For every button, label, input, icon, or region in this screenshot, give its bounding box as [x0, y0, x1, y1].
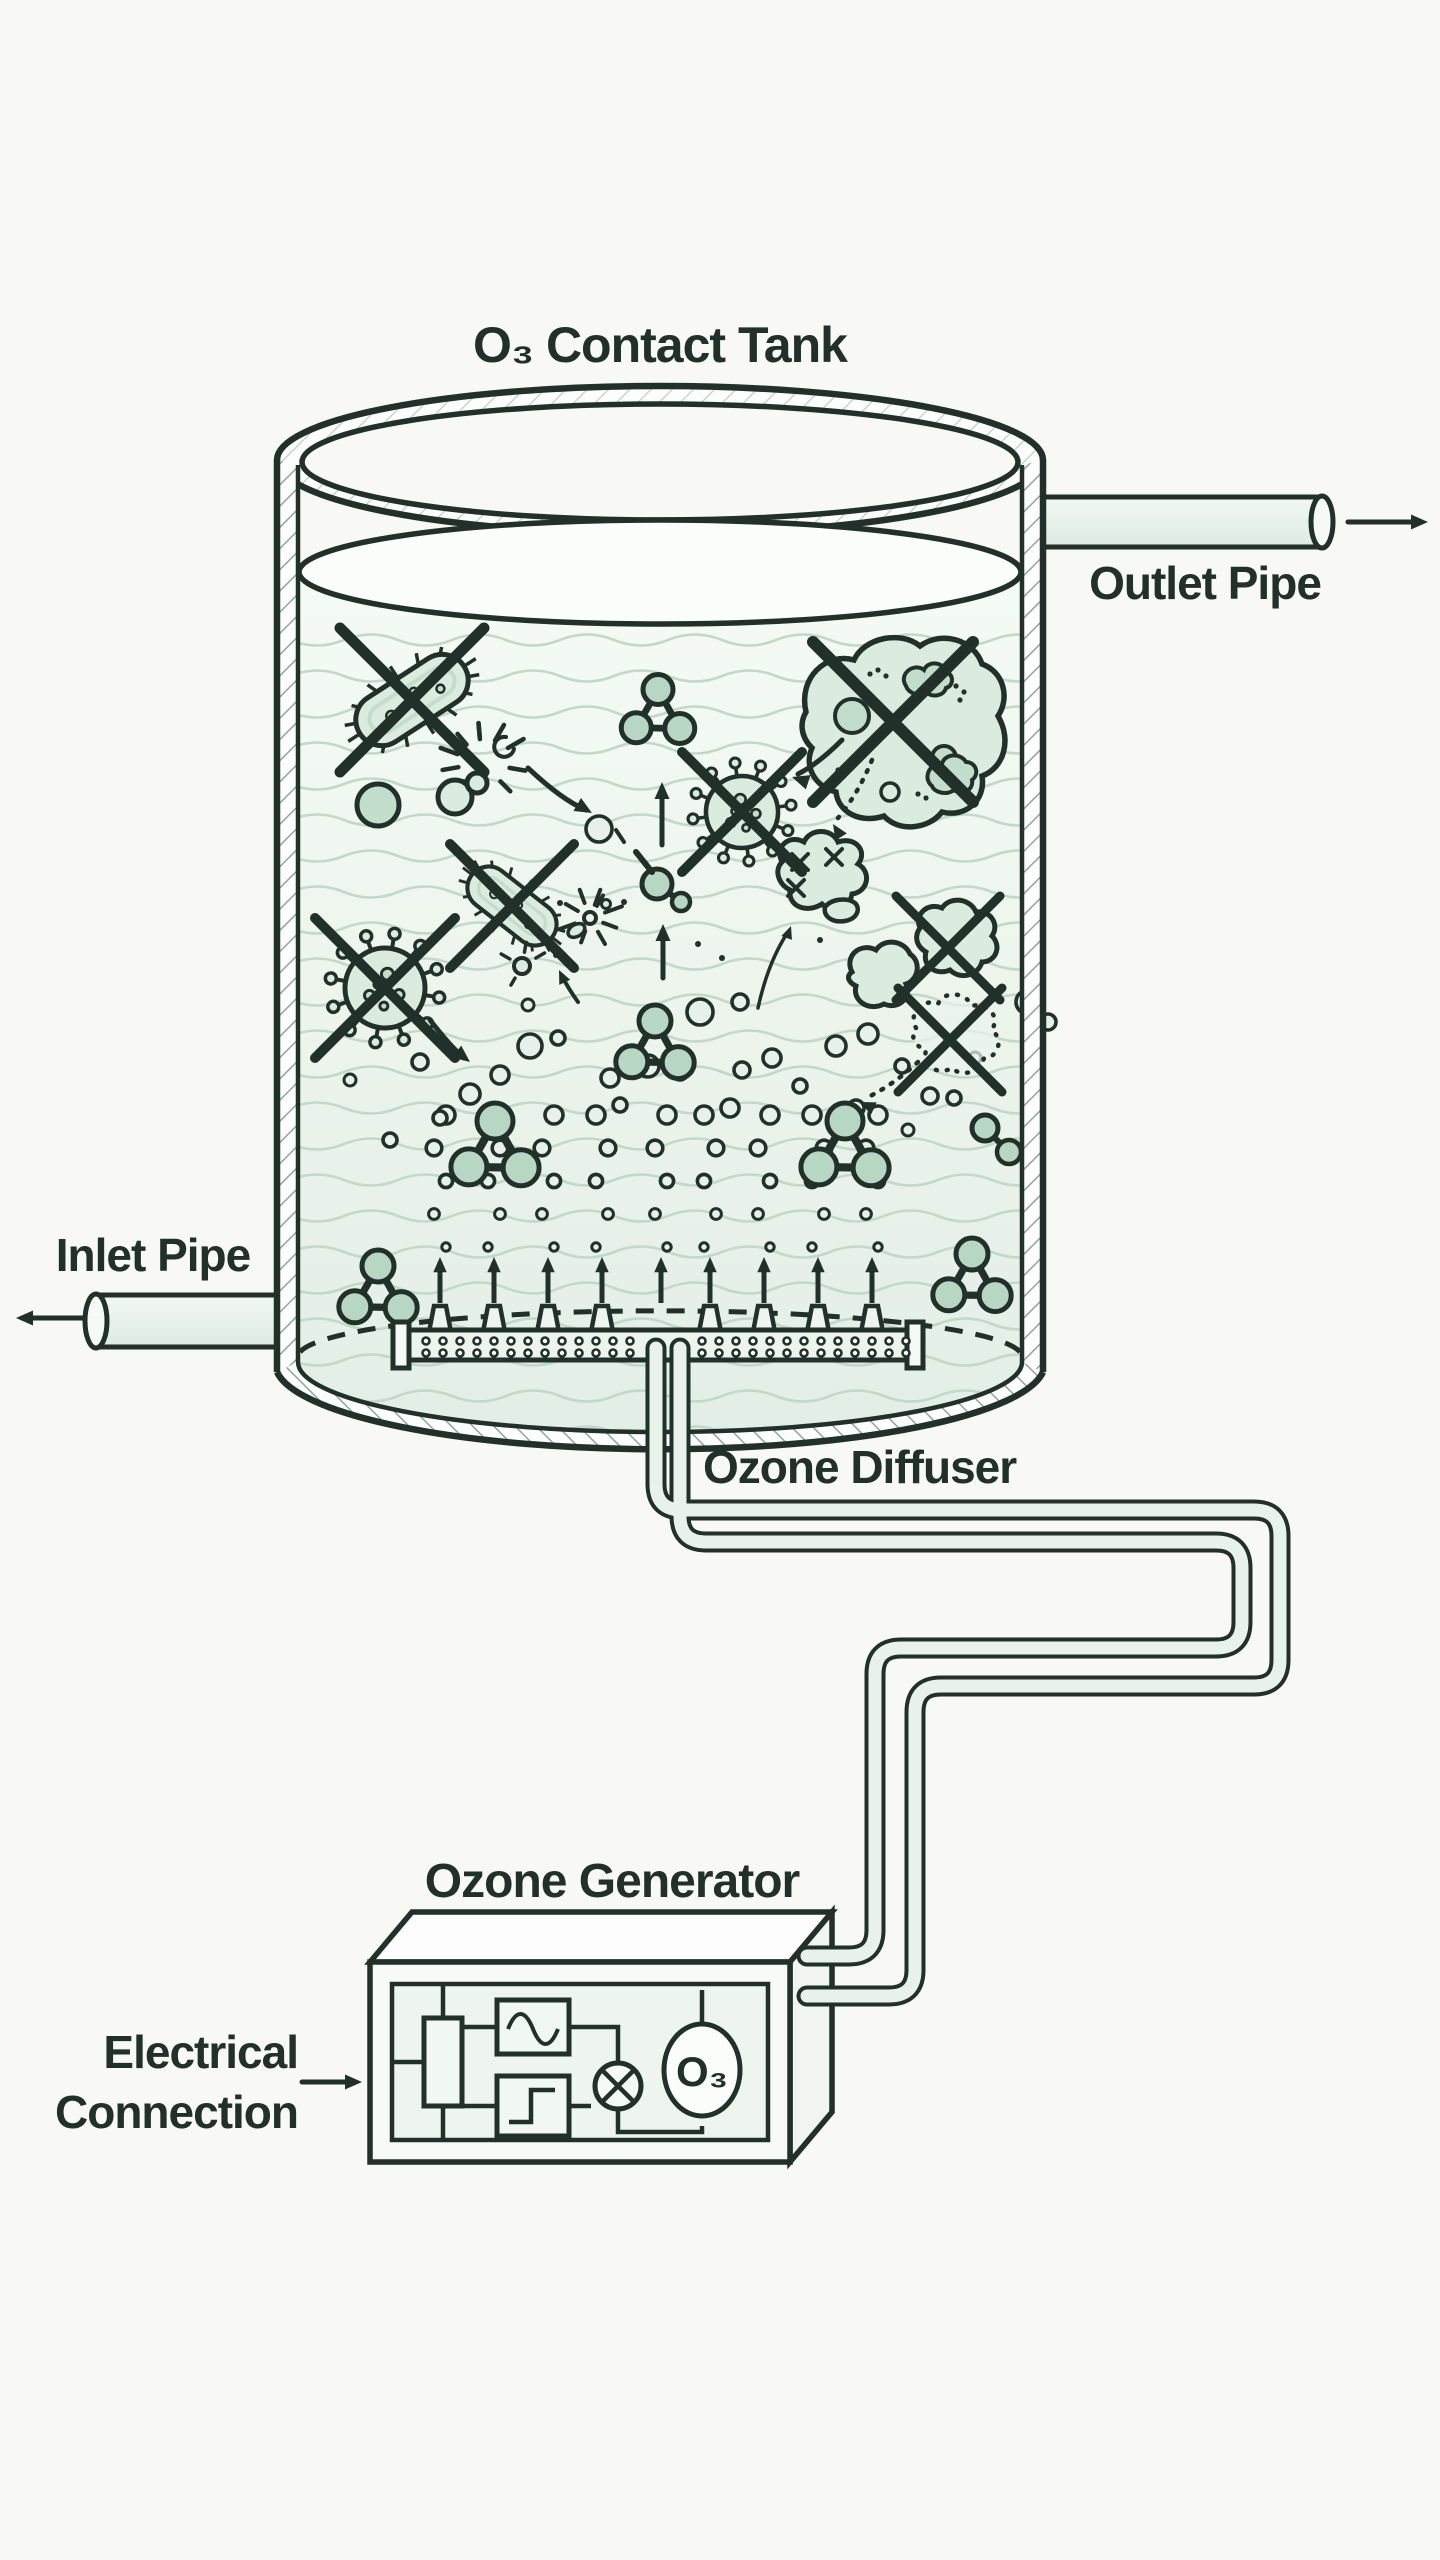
electrical-line2: Connection [55, 2086, 299, 2138]
ozone-generator-label: Ozone Generator [424, 1855, 800, 1908]
ozone-molecule-icon [336, 1247, 420, 1327]
ozone-diffuser-label: Ozone Diffuser [703, 1441, 1017, 1493]
burst-fragments-icon [557, 887, 624, 946]
x-mark-icon [807, 636, 979, 808]
electrical-line1: Electrical [103, 2026, 299, 2078]
ozone-pipes [645, 1337, 1291, 2007]
x-mark-icon [786, 878, 806, 898]
outlet-pipe [1037, 494, 1325, 550]
tank-rim [273, 382, 1047, 538]
ozone-generator: O₃ [364, 1904, 838, 2170]
micro-fragment-icon [499, 940, 547, 987]
tank-title: O₃ Contact Tank [473, 317, 848, 373]
x-mark-icon [891, 891, 1005, 1005]
ozone-molecule-icon [618, 672, 698, 746]
inlet-pipe-label: Inlet Pipe [55, 1229, 251, 1281]
ozone-molecule-icon [613, 1002, 697, 1082]
ozone-molecule-icon [448, 1100, 542, 1189]
water-surface [296, 517, 1024, 627]
outlet-pipe-label: Outlet Pipe [1089, 557, 1322, 609]
ozone-molecule-icon [930, 1235, 1014, 1315]
inlet-pipe [93, 1292, 285, 1350]
crescent-fragment-icon [822, 897, 860, 924]
flow-arrows [16, 514, 1428, 2134]
x-mark-icon [824, 847, 844, 867]
resistor-icon [421, 2015, 465, 2109]
ozone-molecules [336, 672, 1024, 1327]
single-cell-icon [354, 781, 402, 829]
cell-pair-icon [435, 770, 490, 817]
ozone-molecule-icon [798, 1100, 892, 1189]
x-mark-icon [677, 747, 807, 877]
oxygen-fragment-icon [639, 866, 693, 914]
x-mark-icon [334, 622, 490, 778]
tank-walls [273, 460, 1047, 1453]
organisms [310, 622, 1008, 1097]
x-mark-icon [310, 913, 460, 1063]
x-mark-icon [893, 983, 1007, 1097]
x-mark-icon [445, 839, 579, 973]
x-mark-icon [790, 852, 810, 872]
inlet-outlet-pipes [82, 493, 1336, 1351]
oxygen-fragment-icon [969, 1112, 1024, 1167]
electrical-connection-label: Electrical Connection [36, 2022, 299, 2142]
o3-symbol-text: O₃ [676, 2048, 728, 2095]
